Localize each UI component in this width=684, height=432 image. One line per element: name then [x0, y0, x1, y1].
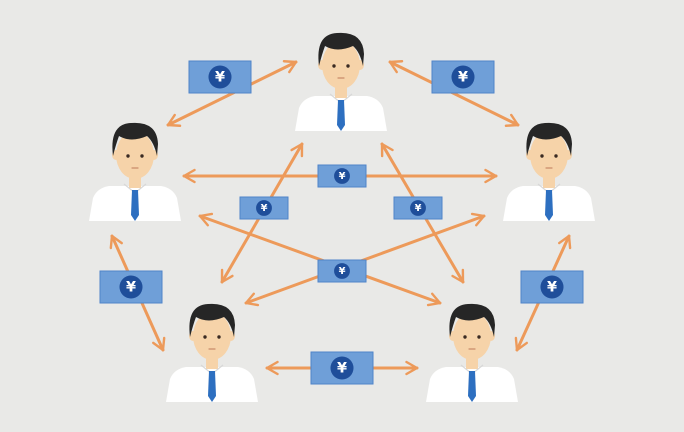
yen-coin-icon [410, 200, 426, 216]
face [453, 312, 491, 360]
yen-banknote: ¥ [188, 60, 252, 94]
yen-coin-icon [451, 65, 475, 89]
yen-coin-icon [256, 200, 272, 216]
tie [468, 371, 476, 402]
yen-symbol: ¥ [458, 70, 468, 86]
yen-coin-icon [208, 65, 232, 89]
neck [335, 86, 347, 98]
person-left-lower [166, 303, 258, 402]
eye [477, 335, 481, 339]
yen-banknote: ¥ [99, 270, 163, 304]
yen-banknote: ¥ [317, 259, 367, 283]
people-group [89, 32, 595, 402]
yen-banknote: ¥ [317, 164, 367, 188]
yen-coin-icon [540, 275, 564, 299]
yen-banknote: ¥ [431, 60, 495, 94]
neck [206, 357, 218, 369]
hair [189, 303, 235, 337]
yen-symbol: ¥ [547, 280, 557, 296]
yen-banknote: ¥ [393, 196, 443, 220]
yen-banknote: ¥ [520, 270, 584, 304]
yen-coin-icon [330, 356, 354, 380]
yen-banknote: ¥ [310, 351, 374, 385]
eye [463, 335, 467, 339]
neck [543, 176, 555, 188]
yen-coin-icon [334, 168, 350, 184]
tie [131, 190, 139, 221]
neck [129, 176, 141, 188]
eye [540, 154, 544, 158]
eye [346, 64, 350, 68]
eye [126, 154, 130, 158]
eye [217, 335, 221, 339]
hair [112, 122, 158, 156]
hair [449, 303, 495, 337]
eye [554, 154, 558, 158]
hair [526, 122, 572, 156]
yen-symbol: ¥ [337, 361, 347, 377]
yen-symbol: ¥ [261, 203, 268, 214]
eye [140, 154, 144, 158]
tie [545, 190, 553, 221]
person-left-upper [89, 122, 181, 221]
face [116, 131, 154, 179]
person-right-upper [503, 122, 595, 221]
person-right-lower [426, 303, 518, 402]
yen-symbol: ¥ [339, 266, 346, 277]
yen-coin-icon [119, 275, 143, 299]
face [530, 131, 568, 179]
tie [208, 371, 216, 402]
yen-symbol: ¥ [126, 280, 136, 296]
yen-banknote: ¥ [239, 196, 289, 220]
banknotes-group: ¥ ¥ ¥ ¥ ¥ ¥ ¥ ¥ ¥ [99, 60, 584, 385]
yen-symbol: ¥ [215, 70, 225, 86]
hair [318, 32, 364, 66]
yen-symbol: ¥ [415, 203, 422, 214]
face [193, 312, 231, 360]
yen-coin-icon [334, 263, 350, 279]
person-top [295, 32, 387, 131]
eye [203, 335, 207, 339]
tie [337, 100, 345, 131]
face [322, 41, 360, 89]
neck [466, 357, 478, 369]
yen-symbol: ¥ [339, 171, 346, 182]
eye [332, 64, 336, 68]
